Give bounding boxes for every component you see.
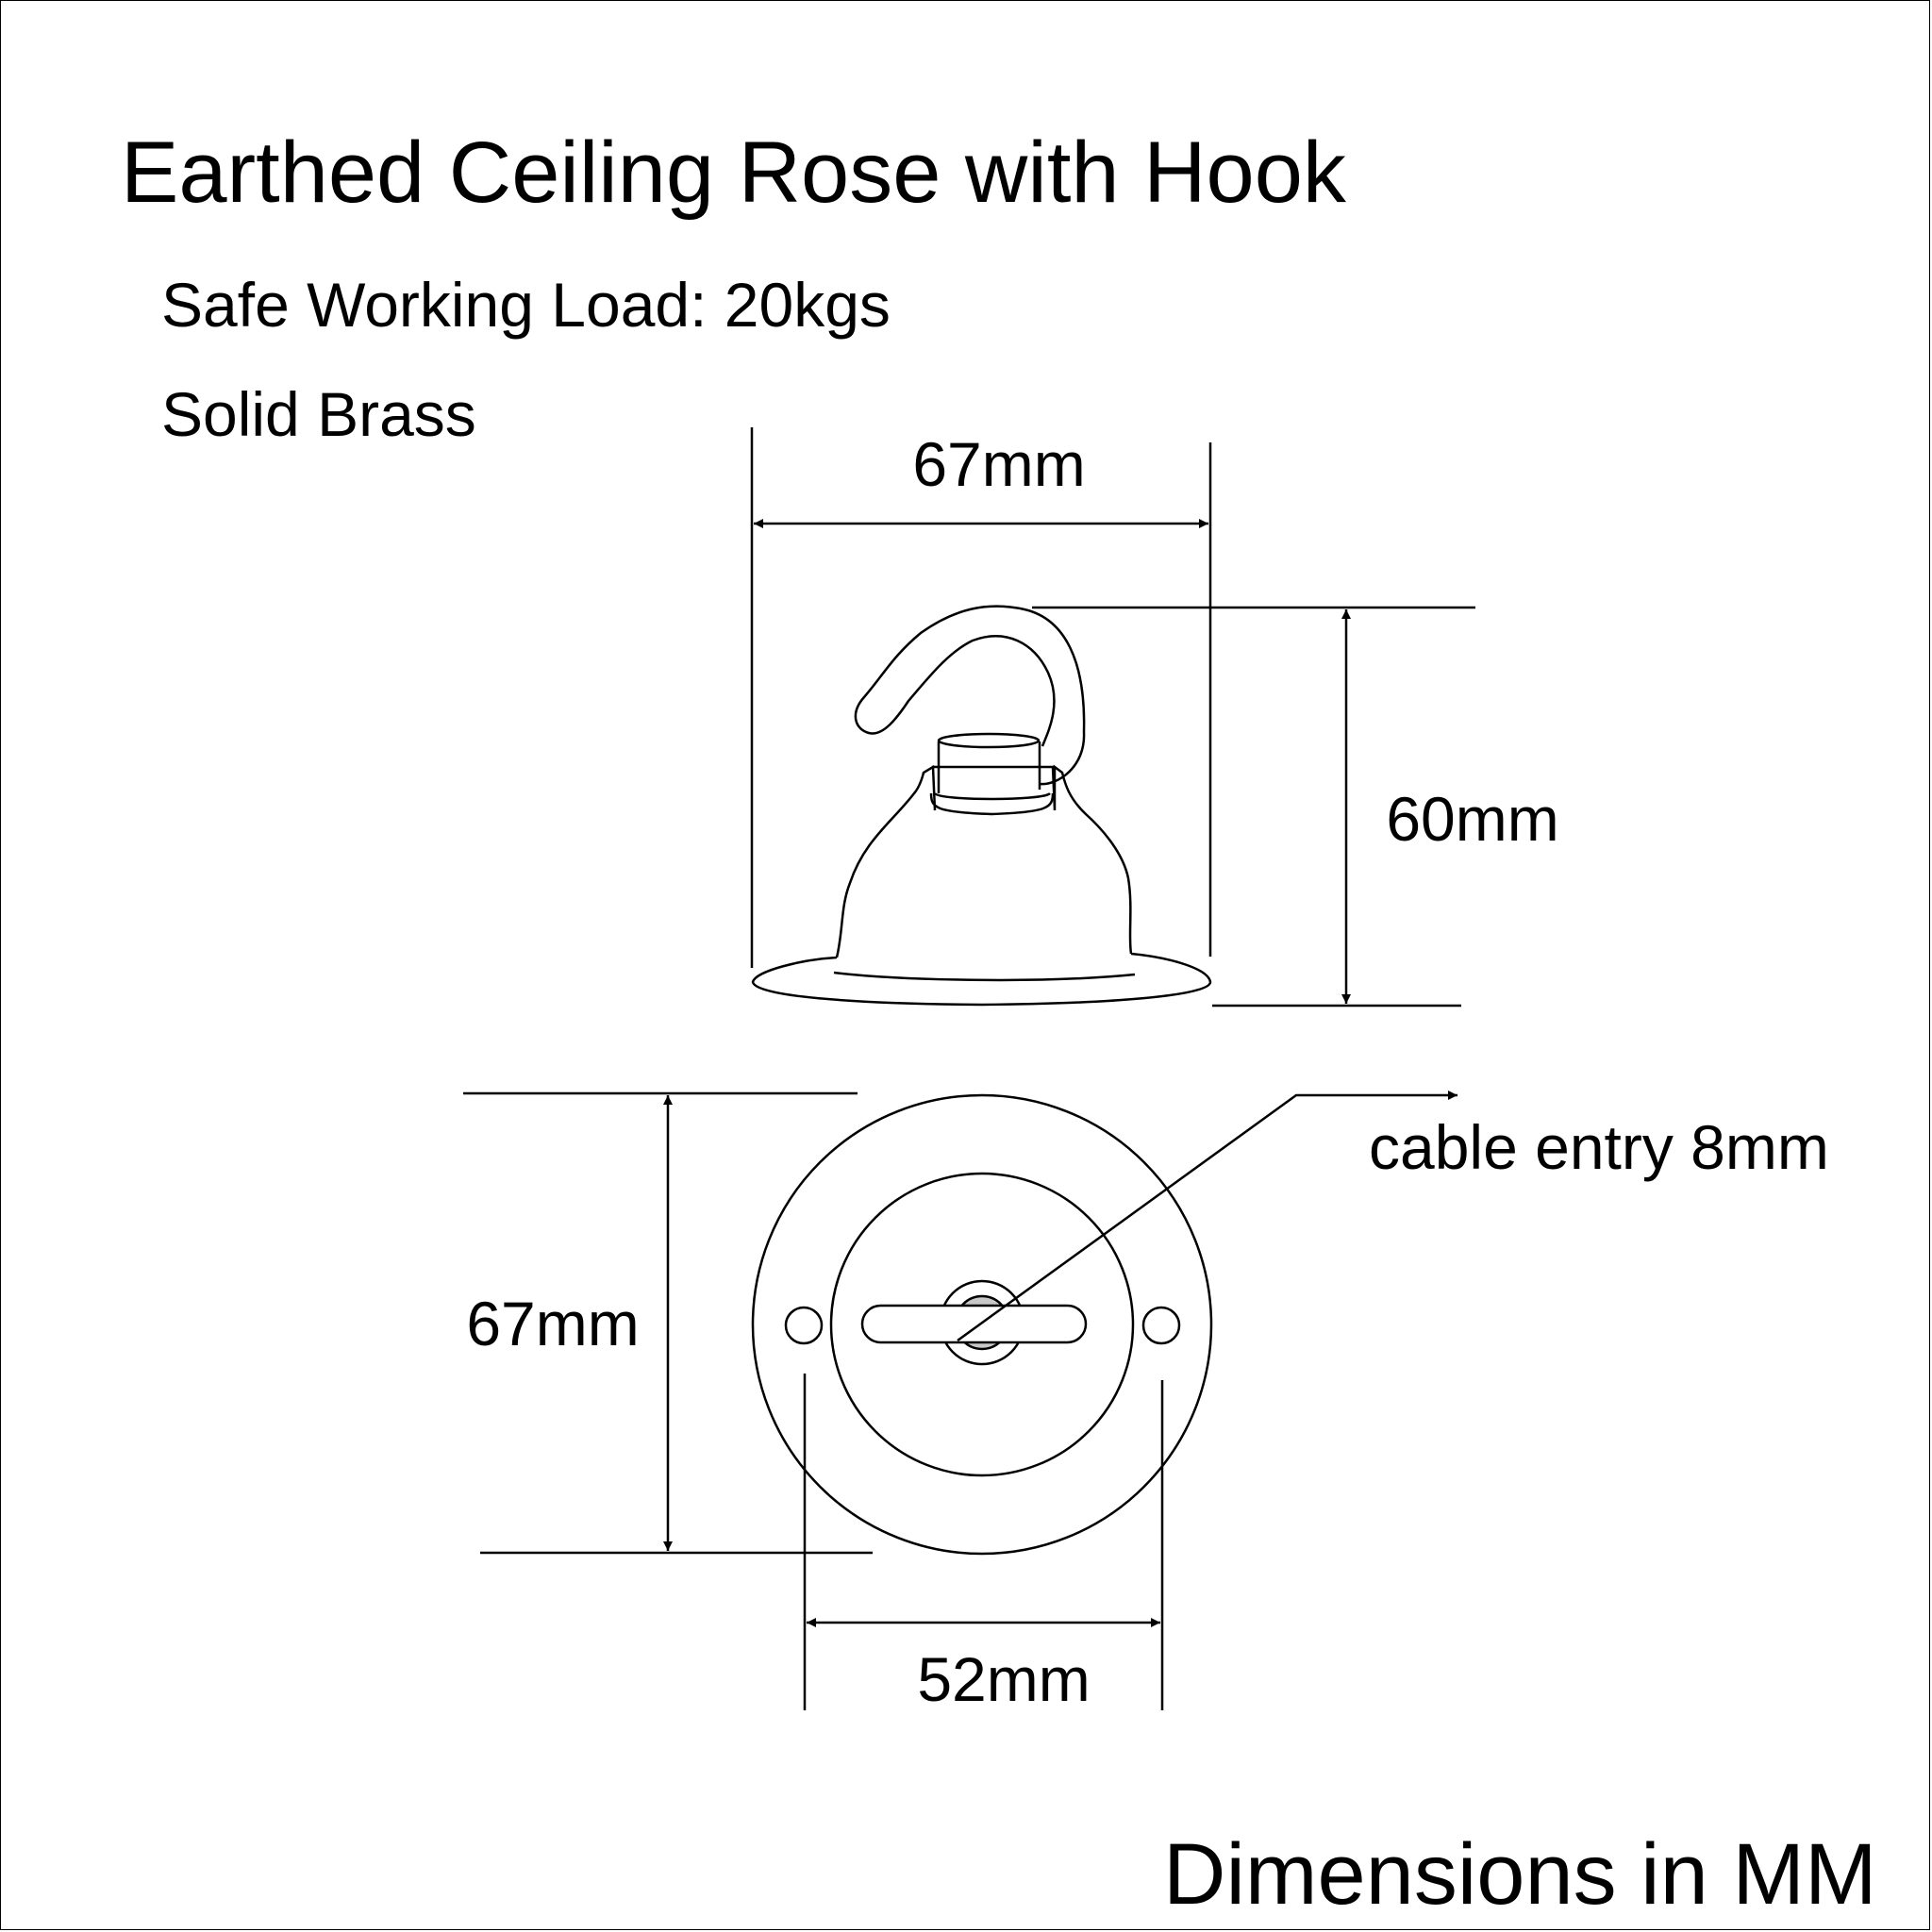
cable-entry-leader	[957, 1091, 1457, 1342]
side-view	[750, 427, 1475, 1008]
hook-neck-top	[937, 732, 1041, 749]
side-height-label: 60mm	[1386, 784, 1558, 854]
rose-bell-body	[835, 764, 1133, 958]
rose-bell-bottom-edge	[833, 971, 1136, 982]
fixing-centres-label: 52mm	[917, 1644, 1090, 1714]
fixing-hole-right	[1141, 1306, 1181, 1345]
plan-view	[463, 1091, 1457, 1710]
rose-inner-circle	[829, 1172, 1135, 1477]
fixing-hole-left	[784, 1306, 824, 1345]
cable-entry-label: cable entry 8mm	[1369, 1112, 1829, 1182]
rose-collar-top	[933, 791, 1051, 801]
hook-slot	[860, 1304, 1088, 1344]
drawing-title: Earthed Ceiling Rose with Hook	[121, 125, 1346, 221]
safe-working-load-label: Safe Working Load: 20kgs	[161, 270, 891, 340]
units-note: Dimensions in MM	[1163, 1826, 1877, 1923]
side-width-label: 67mm	[912, 429, 1085, 499]
plan-diameter-label: 67mm	[466, 1289, 639, 1358]
hook-outer	[854, 605, 1086, 786]
rose-base-plate	[751, 952, 1212, 1007]
rose-outer-circle	[751, 1093, 1213, 1556]
rose-collar	[929, 792, 1055, 816]
material-label: Solid Brass	[161, 379, 476, 449]
